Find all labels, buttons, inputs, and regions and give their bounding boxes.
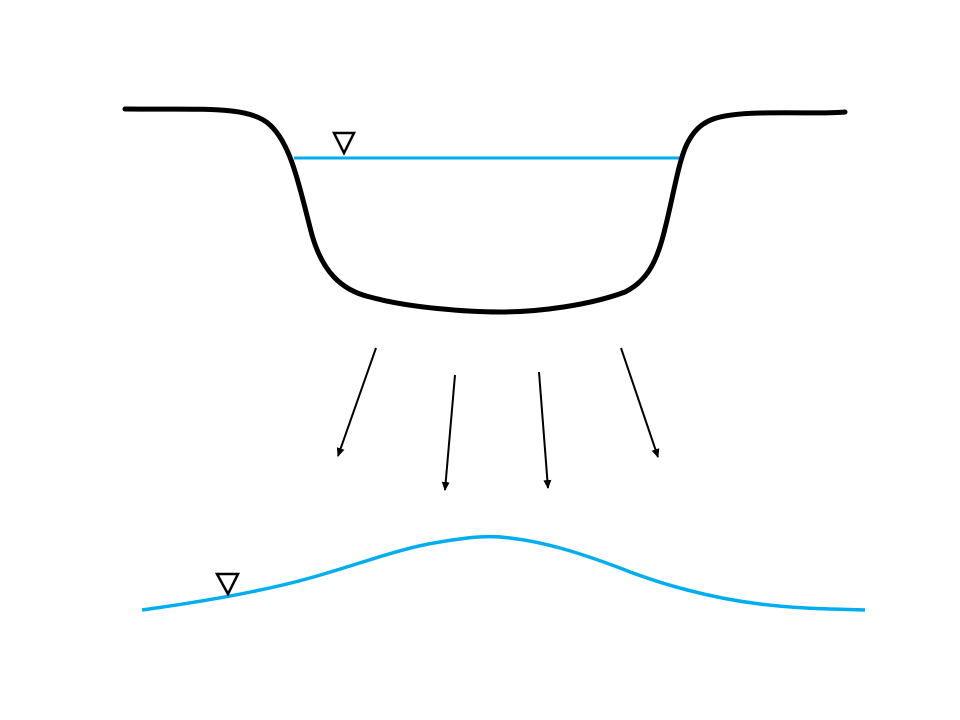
stream-water-level-icon bbox=[331, 131, 357, 156]
seepage-arrow bbox=[336, 347, 377, 457]
seepage-arrow bbox=[441, 374, 456, 491]
water-table bbox=[141, 534, 866, 612]
water-table-level-icon bbox=[214, 572, 241, 597]
seepage-arrow bbox=[620, 347, 660, 458]
seepage-arrow bbox=[538, 371, 552, 489]
seepage-arrows bbox=[336, 347, 660, 491]
stream-channel bbox=[122, 106, 848, 315]
